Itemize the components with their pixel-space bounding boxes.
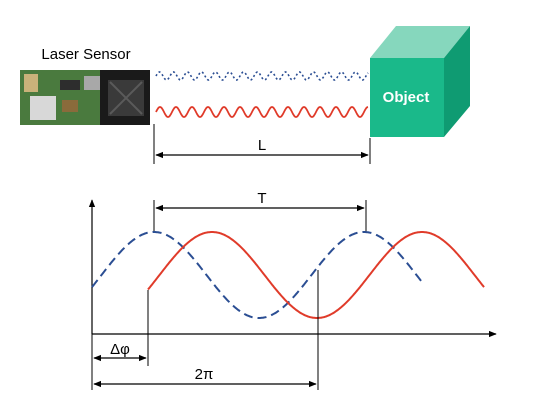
sensor-lens-detail [109,81,143,115]
sensor-component [62,100,78,112]
period-label: T [257,190,266,207]
two-pi-label: 2π [195,366,214,383]
emitted-signal-wave [91,231,425,319]
object-top-face [370,26,470,58]
sensor-component [60,80,80,90]
sensor-chip [30,96,56,120]
sensor-component [24,74,38,92]
reflected-beam-wave [155,106,369,118]
object-cube: Object [370,26,470,137]
sensor-component [84,76,102,90]
distance-label: L [258,137,266,154]
emitted-beam-wave [155,71,369,81]
object-label: Object [383,89,430,106]
phase-shift-label: Δφ [110,341,130,358]
sensor-label: Laser Sensor [41,46,130,63]
reflected-signal-wave [147,231,485,319]
object-side-face [444,26,470,137]
object-front-face [370,58,444,137]
laser-sensor [20,70,150,125]
